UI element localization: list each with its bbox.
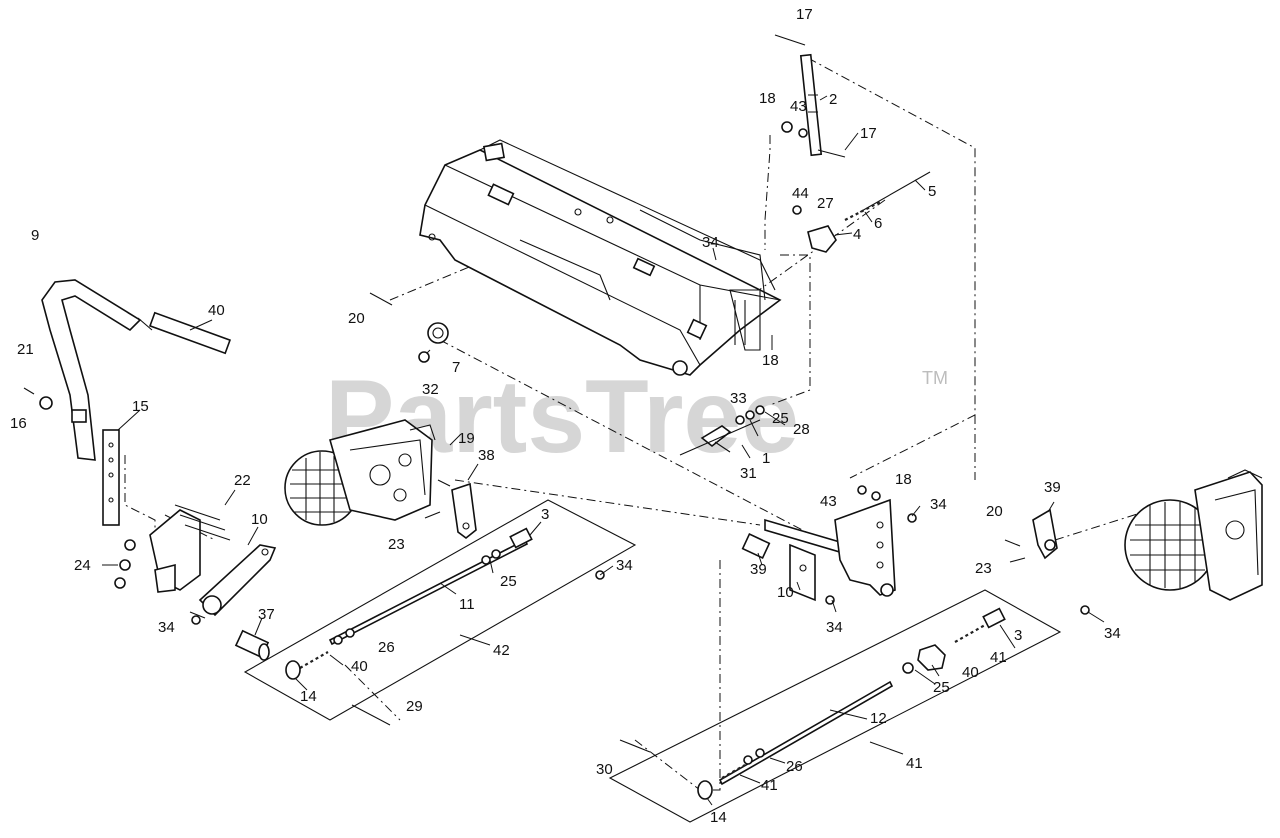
callout-40-right: 41: [990, 649, 1007, 666]
callout-21: 21: [17, 341, 34, 358]
callout-18-frame: 18: [762, 352, 779, 369]
callout-35: 37: [258, 606, 275, 623]
callout-14-left: 14: [300, 688, 317, 705]
callout-labels: 17 2 18 43 17 5 44 27 6 4 34 18 9 40 20 …: [10, 6, 1121, 826]
part-right-bracket: [741, 485, 917, 605]
part-bolt-stack: [679, 405, 765, 456]
callout-34-lever: 34: [158, 619, 175, 636]
callout-40-bottom: 41: [761, 777, 778, 794]
callout-34-bottom: 34: [826, 619, 843, 636]
callout-42: 42: [493, 642, 510, 659]
callout-13: 12: [870, 710, 887, 727]
callout-43-top: 43: [790, 98, 807, 115]
callout-39: 40: [962, 664, 979, 681]
callout-38: 40: [208, 302, 225, 319]
callout-22: 22: [234, 472, 251, 489]
kit-box-42: [243, 499, 637, 721]
callout-44: 44: [792, 185, 809, 202]
callout-30: 30: [596, 761, 613, 778]
part-bushing-35: [234, 629, 270, 661]
callout-15: 15: [132, 398, 149, 415]
callout-16: 16: [10, 415, 27, 432]
callout-9: 9: [31, 227, 39, 244]
callout-27: 27: [817, 195, 834, 212]
callout-19-left: 19: [458, 430, 475, 447]
callout-23-left: 23: [388, 536, 405, 553]
callout-36-right: 39: [1044, 479, 1061, 496]
part-bearing: [369, 292, 449, 363]
callout-1: 1: [762, 450, 770, 467]
callout-25-left: 25: [500, 573, 517, 590]
callout-24: 24: [74, 557, 91, 574]
part-arm-36-left: [424, 479, 477, 540]
callout-19-right: 20: [986, 503, 1003, 520]
callout-25-stack: 25: [772, 410, 789, 427]
callout-26-right: 26: [786, 758, 803, 775]
assembly-lines: [124, 57, 1151, 791]
callout-23-right: 23: [975, 560, 992, 577]
callout-17-mid: 17: [860, 125, 877, 142]
kit-box-41: [608, 589, 1062, 823]
callout-26-left: 26: [378, 639, 395, 656]
part-rod-13: [619, 605, 1090, 800]
callout-12: 11: [459, 596, 475, 613]
callout-3-right: 3: [1014, 627, 1022, 644]
watermark-trademark: TM: [922, 368, 948, 388]
callout-3-left: 3: [541, 506, 549, 523]
part-arm-36-right: [1004, 508, 1058, 563]
callout-34-bracket: 34: [930, 496, 947, 513]
part-bolt-spring: [792, 171, 931, 253]
callout-29: 29: [406, 698, 423, 715]
callout-31: 32: [422, 381, 439, 398]
callout-36-left: 38: [478, 447, 495, 464]
callout-33: 31: [740, 465, 757, 482]
callout-17-top: 17: [796, 6, 813, 23]
callout-37: 39: [750, 561, 767, 578]
callout-18-top: 18: [759, 90, 776, 107]
callout-43-right: 43: [820, 493, 837, 510]
callout-4: 4: [853, 226, 861, 243]
part-lever-11: [189, 544, 277, 625]
callout-32: 33: [730, 390, 747, 407]
callout-7: 7: [452, 359, 460, 376]
main-frame: [419, 139, 782, 376]
callout-6: 6: [874, 215, 882, 232]
callout-2: 2: [829, 91, 837, 108]
part-rod-12: [285, 527, 605, 726]
callout-25-right: 25: [933, 679, 950, 696]
callout-28: 28: [793, 421, 810, 438]
part-left-bracket: [114, 504, 231, 593]
callout-11: 10: [251, 511, 268, 528]
callout-34-frame: 34: [702, 234, 719, 251]
leader-lines: [102, 95, 1105, 806]
left-transmission: [284, 419, 436, 526]
callout-34-left: 34: [616, 557, 633, 574]
callout-18-right: 18: [895, 471, 912, 488]
callout-5: 5: [928, 183, 936, 200]
part-plate-15: [102, 429, 120, 526]
part-handle: [23, 279, 232, 461]
callout-34-right: 34: [1104, 625, 1121, 642]
callout-40-left: 40: [351, 658, 368, 675]
right-transmission: [1124, 469, 1263, 601]
callout-10: 10: [777, 584, 794, 601]
callout-14-right: 14: [710, 809, 727, 826]
callout-41: 41: [906, 755, 923, 772]
part-shock: [774, 34, 846, 158]
callout-20: 20: [348, 310, 365, 327]
